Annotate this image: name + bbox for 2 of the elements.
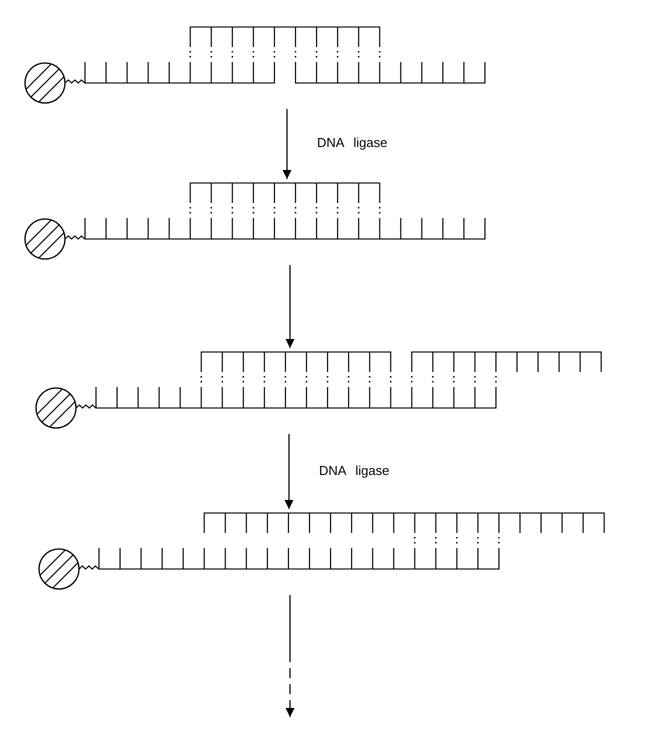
edge-label: DNA ligase [317, 462, 392, 478]
edge-label: DNA ligase [315, 135, 390, 150]
